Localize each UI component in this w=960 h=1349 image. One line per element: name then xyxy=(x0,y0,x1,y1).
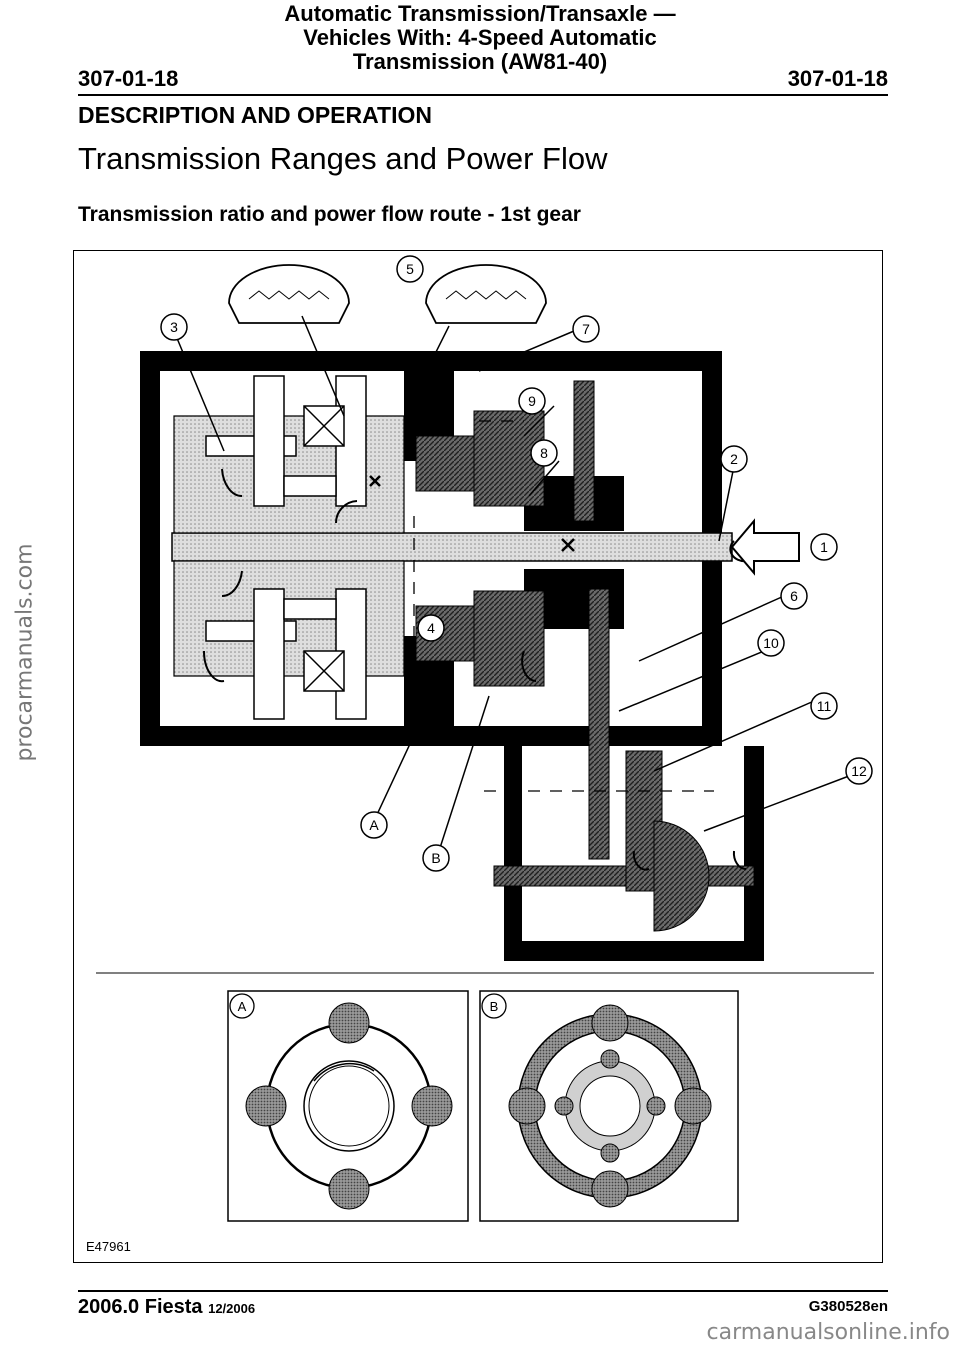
callout-11: 11 xyxy=(817,698,832,714)
footer-code: G380528en xyxy=(808,1298,888,1315)
output-shaft xyxy=(588,588,610,860)
output-drum-upper xyxy=(573,380,595,522)
header-title-line1: Automatic Transmission/Transaxle — xyxy=(284,1,676,26)
dashed-lines xyxy=(413,420,714,792)
top-gear-teeth xyxy=(248,290,527,300)
page-title: Transmission Ranges and Power Flow xyxy=(78,141,608,176)
locked-markers xyxy=(369,475,575,552)
header-title-line2: Vehicles With: 4-Speed Automatic xyxy=(303,25,657,50)
callout-10: 10 xyxy=(763,635,779,651)
callout-3: 3 xyxy=(170,319,178,335)
clutch-x-boxes xyxy=(303,405,345,692)
callout-12: 12 xyxy=(851,763,867,779)
differential-shaft xyxy=(493,865,755,887)
input-shaft xyxy=(171,532,733,562)
footer-model: 2006.0 Fiesta 12/2006 xyxy=(78,1296,255,1319)
inset-a: A xyxy=(227,990,469,1222)
callout-4: 4 xyxy=(427,620,435,636)
input-arrow xyxy=(730,518,800,576)
callout-1: 1 xyxy=(820,539,828,555)
callout-7: 7 xyxy=(582,321,590,337)
header-rule xyxy=(78,94,888,96)
callout-8: 8 xyxy=(540,445,548,461)
power-flow-figure: 5 3 7 9 8 2 1 6 4 10 11 12 A B A xyxy=(73,250,883,1263)
top-gear-illustrations xyxy=(228,264,547,324)
callout-labels: 5 3 7 9 8 2 1 6 4 10 11 12 A B xyxy=(170,261,867,866)
callout-5: 5 xyxy=(406,261,414,277)
footer-rule xyxy=(78,1290,888,1292)
page-number-right: 307-01-18 xyxy=(787,66,888,91)
section-heading: DESCRIPTION AND OPERATION xyxy=(78,102,432,128)
side-watermark: procarmanuals.com xyxy=(12,543,38,762)
callout-circles xyxy=(160,255,873,872)
footer-date: 12/2006 xyxy=(208,1301,256,1316)
callout-A: A xyxy=(369,817,379,833)
inset-b: B xyxy=(479,990,739,1222)
differential-gear xyxy=(653,820,710,932)
figure-code: E47961 xyxy=(86,1239,131,1254)
callout-9: 9 xyxy=(528,393,536,409)
inset-b-label: B xyxy=(490,999,499,1014)
page-number-left: 307-01-18 xyxy=(78,66,179,91)
callout-B: B xyxy=(431,850,440,866)
callout-2: 2 xyxy=(730,451,738,467)
leader-lines xyxy=(173,315,850,852)
callout-6: 6 xyxy=(790,588,798,604)
transmission-diagram: 5 3 7 9 8 2 1 6 4 10 11 12 A B A xyxy=(86,255,874,1254)
clutch-drum-upper xyxy=(173,415,405,534)
figure-subtitle: Transmission ratio and power flow route … xyxy=(78,203,581,226)
bottom-watermark: carmanualsonline.info xyxy=(706,1320,950,1345)
inset-a-label: A xyxy=(238,999,247,1014)
header-title-line3: Transmission (AW81-40) xyxy=(352,49,608,74)
rotation-arrows xyxy=(202,468,747,871)
footer-model-name: 2006.0 Fiesta xyxy=(78,1296,203,1318)
